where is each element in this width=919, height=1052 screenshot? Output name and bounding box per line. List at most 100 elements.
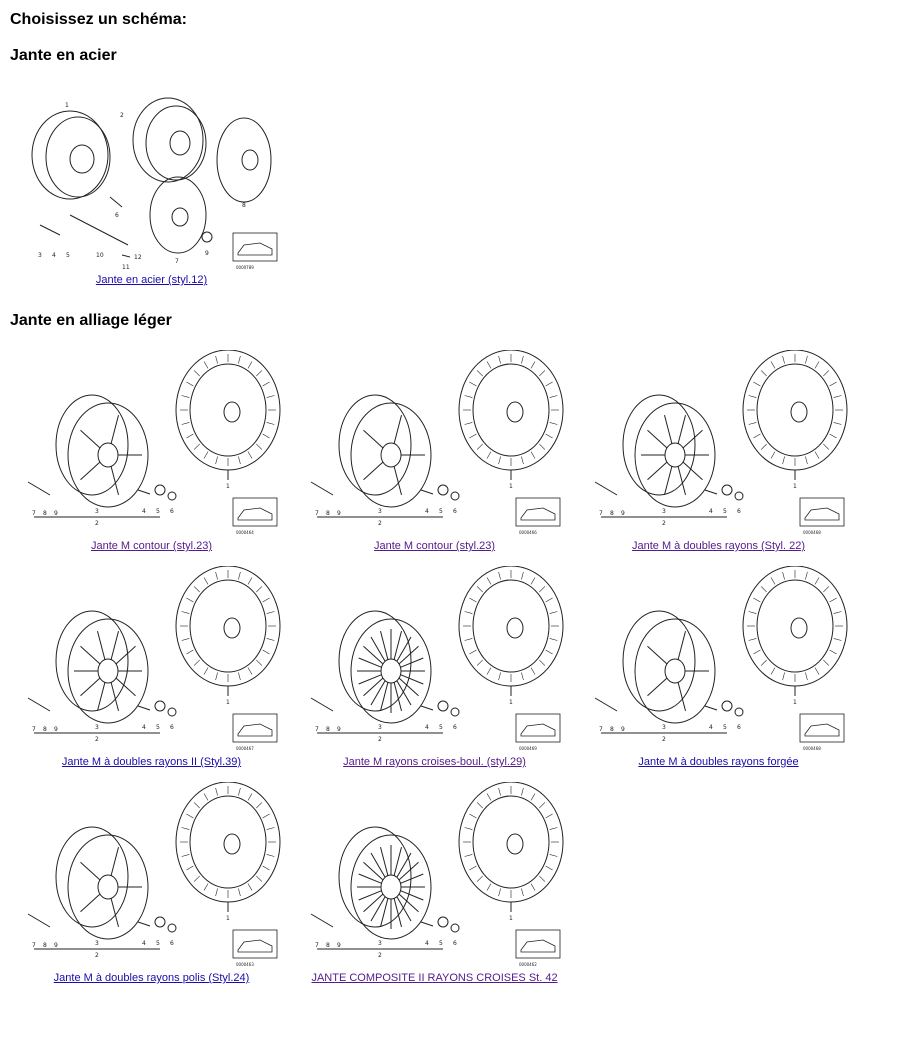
diagram-code: 0000469: [519, 746, 537, 751]
svg-text:1: 1: [226, 699, 230, 706]
diagram-link[interactable]: Jante M contour (styl.23): [373, 540, 496, 552]
svg-text:6: 6: [170, 508, 174, 515]
diagram-code: 0000462: [519, 962, 537, 967]
svg-text:6: 6: [453, 508, 457, 515]
svg-text:4: 4: [52, 252, 56, 259]
svg-text:9: 9: [337, 726, 341, 733]
svg-text:2: 2: [378, 952, 382, 959]
svg-text:8: 8: [43, 726, 47, 733]
svg-text:1: 1: [509, 483, 513, 490]
svg-text:7: 7: [315, 942, 319, 949]
svg-text:1: 1: [509, 699, 513, 706]
diagram-link[interactable]: JANTE COMPOSITE II RAYONS CROISES St. 42: [311, 972, 558, 984]
svg-text:5: 5: [439, 508, 443, 515]
svg-text:8: 8: [242, 202, 246, 209]
diagram-link[interactable]: Jante M à doubles rayons polis (Styl.24): [53, 972, 250, 984]
svg-text:6: 6: [737, 724, 741, 731]
diagram-code: 0000463: [236, 962, 254, 967]
svg-text:8: 8: [43, 942, 47, 949]
svg-text:4: 4: [709, 724, 713, 731]
diagram-link[interactable]: Jante en acier (styl.12): [95, 274, 208, 286]
diagram-link[interactable]: Jante M contour (styl.23): [90, 540, 213, 552]
svg-text:4: 4: [709, 508, 713, 515]
diagram-code: 0000468: [803, 530, 821, 535]
svg-text:9: 9: [54, 510, 58, 517]
svg-text:5: 5: [439, 724, 443, 731]
svg-text:4: 4: [425, 508, 429, 515]
svg-text:2: 2: [378, 736, 382, 743]
diagram-link[interactable]: Jante M à doubles rayons forgée: [638, 756, 799, 768]
svg-text:3: 3: [95, 940, 99, 947]
svg-text:12: 12: [134, 254, 142, 261]
svg-text:4: 4: [142, 508, 146, 515]
svg-text:3: 3: [662, 508, 666, 515]
svg-text:4: 4: [142, 724, 146, 731]
svg-text:3: 3: [662, 724, 666, 731]
svg-text:7: 7: [599, 510, 603, 517]
diagram-code: 0000464: [236, 530, 254, 535]
svg-text:2: 2: [662, 736, 666, 743]
svg-text:2: 2: [95, 520, 99, 527]
svg-text:10: 10: [96, 252, 104, 259]
svg-text:2: 2: [95, 952, 99, 959]
svg-text:3: 3: [378, 508, 382, 515]
svg-text:8: 8: [610, 510, 614, 517]
svg-text:9: 9: [621, 510, 625, 517]
diagram-link[interactable]: Jante M à doubles rayons (Styl. 22): [631, 540, 806, 552]
svg-text:3: 3: [378, 724, 382, 731]
svg-text:5: 5: [723, 724, 727, 731]
svg-text:1: 1: [793, 699, 797, 706]
svg-text:5: 5: [66, 252, 70, 259]
svg-text:7: 7: [32, 726, 36, 733]
diagram-code: 0000466: [519, 530, 537, 535]
svg-text:4: 4: [142, 940, 146, 947]
svg-text:5: 5: [439, 940, 443, 947]
svg-text:7: 7: [315, 726, 319, 733]
svg-text:9: 9: [337, 510, 341, 517]
page-heading: Choisissez un schéma:: [10, 11, 187, 28]
svg-text:2: 2: [378, 520, 382, 527]
svg-text:8: 8: [326, 726, 330, 733]
svg-text:1: 1: [226, 483, 230, 490]
svg-text:8: 8: [326, 942, 330, 949]
svg-text:4: 4: [425, 940, 429, 947]
svg-text:7: 7: [599, 726, 603, 733]
diagram-code: 0000789: [236, 265, 254, 270]
svg-text:5: 5: [723, 508, 727, 515]
svg-text:6: 6: [170, 724, 174, 731]
svg-text:7: 7: [32, 942, 36, 949]
section-title-alloy: Jante en alliage léger: [10, 312, 172, 329]
section-title-steel: Jante en acier: [10, 47, 117, 64]
svg-text:2: 2: [662, 520, 666, 527]
svg-text:3: 3: [95, 724, 99, 731]
svg-text:5: 5: [156, 940, 160, 947]
svg-text:2: 2: [95, 736, 99, 743]
diagram-link[interactable]: Jante M à doubles rayons II (Styl.39): [61, 756, 242, 768]
diagram-link[interactable]: Jante M rayons croises-boul. (styl.29): [343, 756, 526, 768]
svg-text:6: 6: [453, 724, 457, 731]
svg-text:6: 6: [453, 940, 457, 947]
svg-text:4: 4: [425, 724, 429, 731]
svg-text:7: 7: [315, 510, 319, 517]
svg-text:8: 8: [43, 510, 47, 517]
svg-text:6: 6: [737, 508, 741, 515]
diagram-code: 0000467: [236, 746, 254, 751]
